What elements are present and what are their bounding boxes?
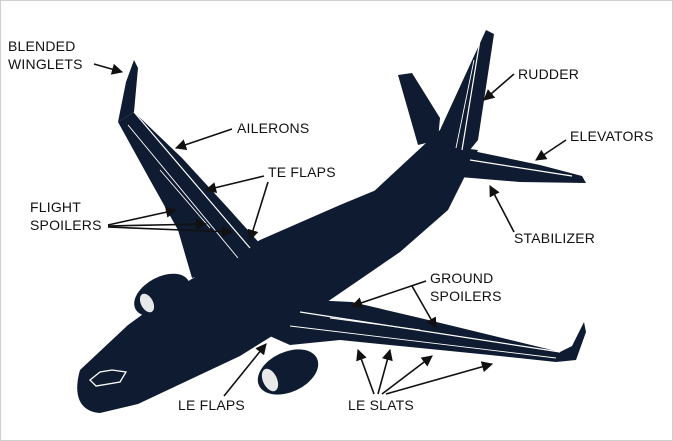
leader-blended-winglets xyxy=(93,63,124,75)
left-winglet xyxy=(118,60,138,122)
left-engine-inlet xyxy=(139,293,155,313)
leader-le-slats-1 xyxy=(356,348,375,395)
label-ground-spoilers: GROUND SPOILERS xyxy=(350,270,502,329)
leader-ground-spoilers-2 xyxy=(411,285,437,329)
svg-text:TE FLAPS: TE FLAPS xyxy=(268,164,336,180)
svg-text:SPOILERS: SPOILERS xyxy=(430,288,502,304)
leader-stabilizer xyxy=(489,185,515,233)
leader-le-slats-2 xyxy=(377,348,393,395)
leader-te-flaps-2 xyxy=(247,181,269,242)
label-te-flaps: TE FLAPS xyxy=(204,164,336,242)
svg-text:LE SLATS: LE SLATS xyxy=(348,397,414,413)
fuselage xyxy=(77,148,478,413)
label-rudder: RUDDER xyxy=(483,66,579,101)
svg-text:FLIGHT: FLIGHT xyxy=(30,199,81,215)
leader-flight-spoilers-1 xyxy=(107,206,178,226)
svg-text:ELEVATORS: ELEVATORS xyxy=(570,128,654,144)
label-stabilizer: STABILIZER xyxy=(489,185,595,246)
svg-text:SPOILERS: SPOILERS xyxy=(30,217,102,233)
svg-text:GROUND: GROUND xyxy=(430,270,493,286)
svg-text:STABILIZER: STABILIZER xyxy=(514,230,595,246)
leader-te-flaps-1 xyxy=(204,175,265,194)
leader-le-slats-3 xyxy=(381,355,433,395)
svg-text:BLENDED: BLENDED xyxy=(8,38,76,54)
left-horizontal-stabilizer xyxy=(398,73,440,145)
aircraft xyxy=(77,30,586,413)
leader-rudder xyxy=(483,73,515,101)
right-horizontal-stabilizer xyxy=(448,150,586,183)
label-le-slats: LE SLATS xyxy=(348,348,494,413)
leader-le-slats-4 xyxy=(385,361,494,395)
leader-le-flaps xyxy=(223,343,267,397)
svg-text:RUDDER: RUDDER xyxy=(518,66,579,82)
svg-text:AILERONS: AILERONS xyxy=(237,120,309,136)
leader-flight-spoilers-2 xyxy=(107,218,208,230)
label-elevators: ELEVATORS xyxy=(535,128,654,161)
svg-text:WINGLETS: WINGLETS xyxy=(8,56,83,72)
right-engine-inlet xyxy=(261,368,279,392)
leader-ailerons xyxy=(174,128,233,151)
label-flight-spoilers: FLIGHT SPOILERS xyxy=(30,199,234,238)
label-le-flaps: LE FLAPS xyxy=(178,343,267,413)
svg-text:LE FLAPS: LE FLAPS xyxy=(178,397,245,413)
label-ailerons: AILERONS xyxy=(174,120,309,151)
panel-lines xyxy=(127,39,573,359)
leader-ground-spoilers-1 xyxy=(350,280,427,309)
leader-flight-spoilers-3 xyxy=(107,225,234,238)
leader-elevators xyxy=(535,139,567,161)
label-blended-winglets: BLENDED WINGLETS xyxy=(8,38,124,75)
cockpit-windows xyxy=(89,369,128,387)
